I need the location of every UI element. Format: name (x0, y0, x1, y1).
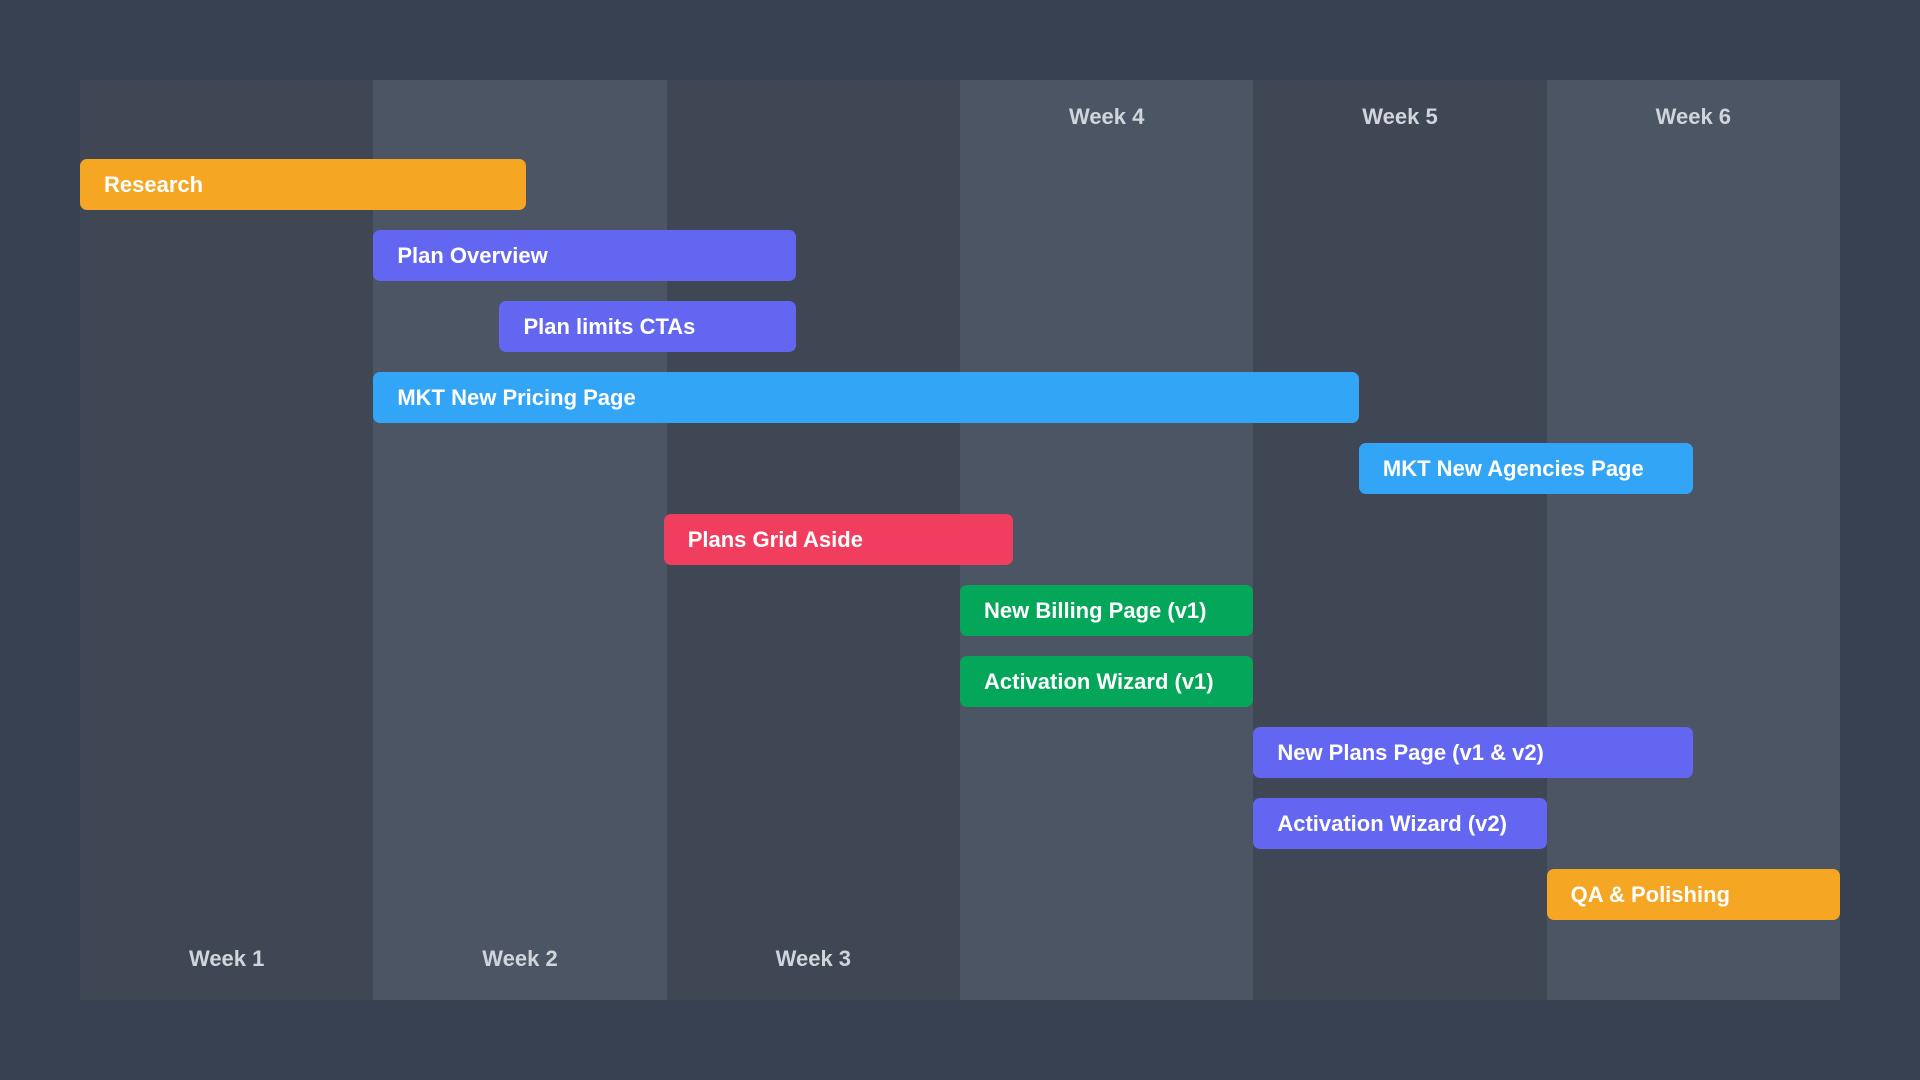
task-bar[interactable]: Plan limits CTAs (499, 301, 796, 352)
task-bar[interactable]: QA & Polishing (1546, 869, 1840, 920)
week-column (1546, 80, 1840, 1000)
week-column (373, 80, 667, 1000)
task-bar[interactable]: New Plans Page (v1 & v2) (1253, 727, 1694, 778)
task-bar[interactable]: Activation Wizard (v2) (1253, 798, 1547, 849)
week-label: Week 1 (188, 946, 265, 971)
task-bar[interactable]: Activation Wizard (v1) (960, 656, 1254, 707)
week-column (1253, 80, 1547, 1000)
task-bar[interactable]: Research (80, 159, 526, 210)
task-bar[interactable]: MKT New Pricing Page (373, 372, 1359, 423)
task-bar[interactable]: New Billing Page (v1) (960, 585, 1254, 636)
week-label: Week 4 (1068, 104, 1145, 129)
week-label: Week 3 (775, 946, 852, 971)
task-bar[interactable]: MKT New Agencies Page (1358, 443, 1694, 494)
task-bar[interactable]: Plan Overview (373, 230, 796, 281)
week-label: Week 5 (1362, 104, 1438, 129)
gantt-chart: Week 1 Week 2 Week 3 Week 4 Week 5 Week 6 Rese… (80, 80, 1840, 1000)
week-label: Week 2 (482, 946, 558, 971)
week-label: Week 6 (1655, 104, 1732, 129)
task-bar[interactable]: Plans Grid Aside (663, 514, 1013, 565)
week-column (80, 80, 374, 1000)
